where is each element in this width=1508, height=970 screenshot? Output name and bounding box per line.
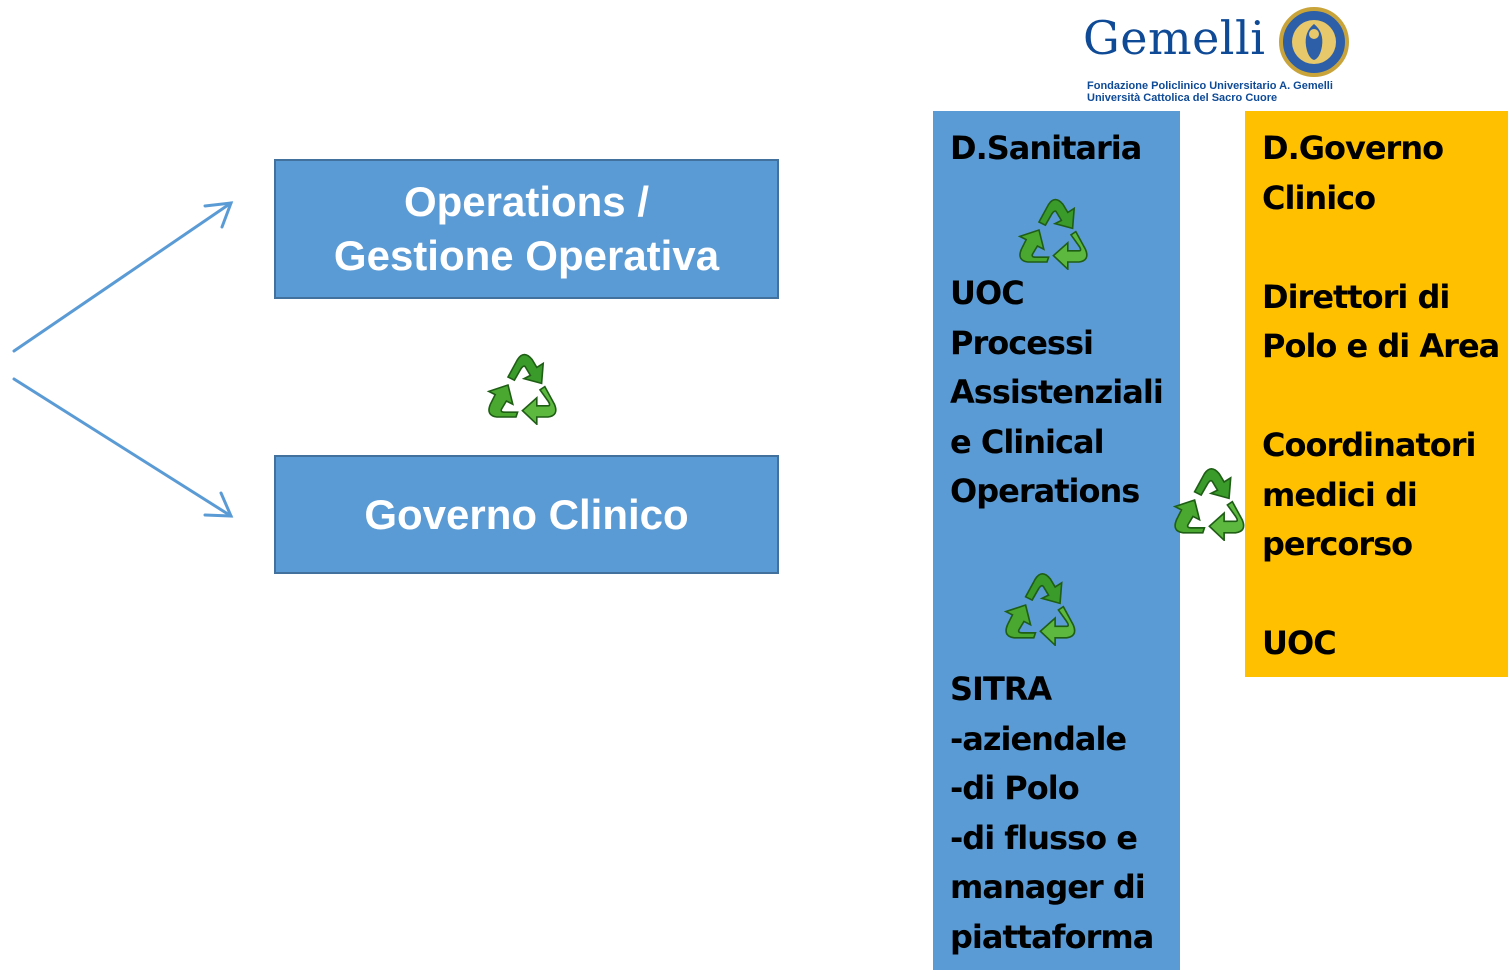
sitra-line: manager di — [950, 868, 1146, 906]
recycle-icon — [1172, 468, 1245, 541]
sitra-block: SITRA -aziendale -di Polo -di flusso e m… — [950, 665, 1154, 962]
uoc-line: Processi — [950, 323, 1094, 362]
logo-subtitle-2: Università Cattolica del Sacro Cuore — [1087, 92, 1278, 104]
governo-line: Polo e di Area — [1262, 327, 1500, 365]
governo-line: UOC — [1262, 624, 1337, 662]
governo-line — [1262, 372, 1499, 422]
governo-clinico-box: Governo Clinico — [274, 455, 779, 574]
sitra-line: -di flusso e — [950, 818, 1138, 857]
arrow-up-line — [12, 201, 233, 353]
governo-column-text: D.Governo Clinico Direttori di Polo e di… — [1262, 124, 1500, 669]
governo-line: Direttori di — [1262, 277, 1450, 316]
uoc-line: UOC — [950, 274, 1025, 312]
recycle-arrows — [486, 353, 557, 425]
uoc-line: e Clinical — [950, 422, 1105, 461]
sitra-line: -di Polo — [950, 769, 1080, 807]
recycle-icon — [1017, 198, 1088, 270]
governo-line: Clinico — [1262, 178, 1376, 217]
sitra-line: piattaforma — [950, 917, 1154, 956]
governo-clinico-label: Governo Clinico — [364, 490, 689, 538]
governo-line: medici di — [1262, 475, 1418, 514]
logo-wordmark: Gemelli — [1083, 11, 1266, 65]
logo-subtitle-1: Fondazione Policlinico Universitario A. … — [1087, 80, 1333, 92]
sitra-line: -aziendale — [950, 719, 1127, 758]
sitra-line: SITRA — [950, 670, 1052, 708]
arrow-up-head — [203, 201, 234, 229]
governo-line: Coordinatori — [1262, 426, 1477, 464]
branch-arrows — [12, 201, 234, 518]
arrow-down-head — [203, 491, 234, 518]
operations-line-1: Operations / — [403, 178, 650, 225]
university-seal-icon — [1279, 7, 1349, 77]
governo-line — [1262, 223, 1499, 273]
uoc-processi-block: UOC Processi Assistenziali e Clinical Op… — [950, 269, 1164, 517]
arrow-down-line — [12, 377, 233, 518]
operations-box: Operations / Gestione Operativa — [274, 159, 779, 299]
uoc-line: Assistenziali — [950, 373, 1164, 411]
governo-column: D.Governo Clinico Direttori di Polo e di… — [1245, 111, 1508, 677]
governo-line: D.Governo — [1262, 129, 1444, 167]
recycle-icon — [486, 353, 557, 425]
sanitaria-title: D.Sanitaria — [950, 129, 1142, 167]
gemelli-logo: Gemelli Fondazione Policlinico Universit… — [1078, 0, 1368, 108]
governo-line: percorso — [1262, 525, 1413, 563]
governo-line — [1262, 570, 1499, 620]
recycle-icon — [1003, 573, 1076, 646]
uoc-line: Operations — [950, 472, 1140, 510]
operations-line-2: Gestione Operativa — [333, 232, 720, 279]
